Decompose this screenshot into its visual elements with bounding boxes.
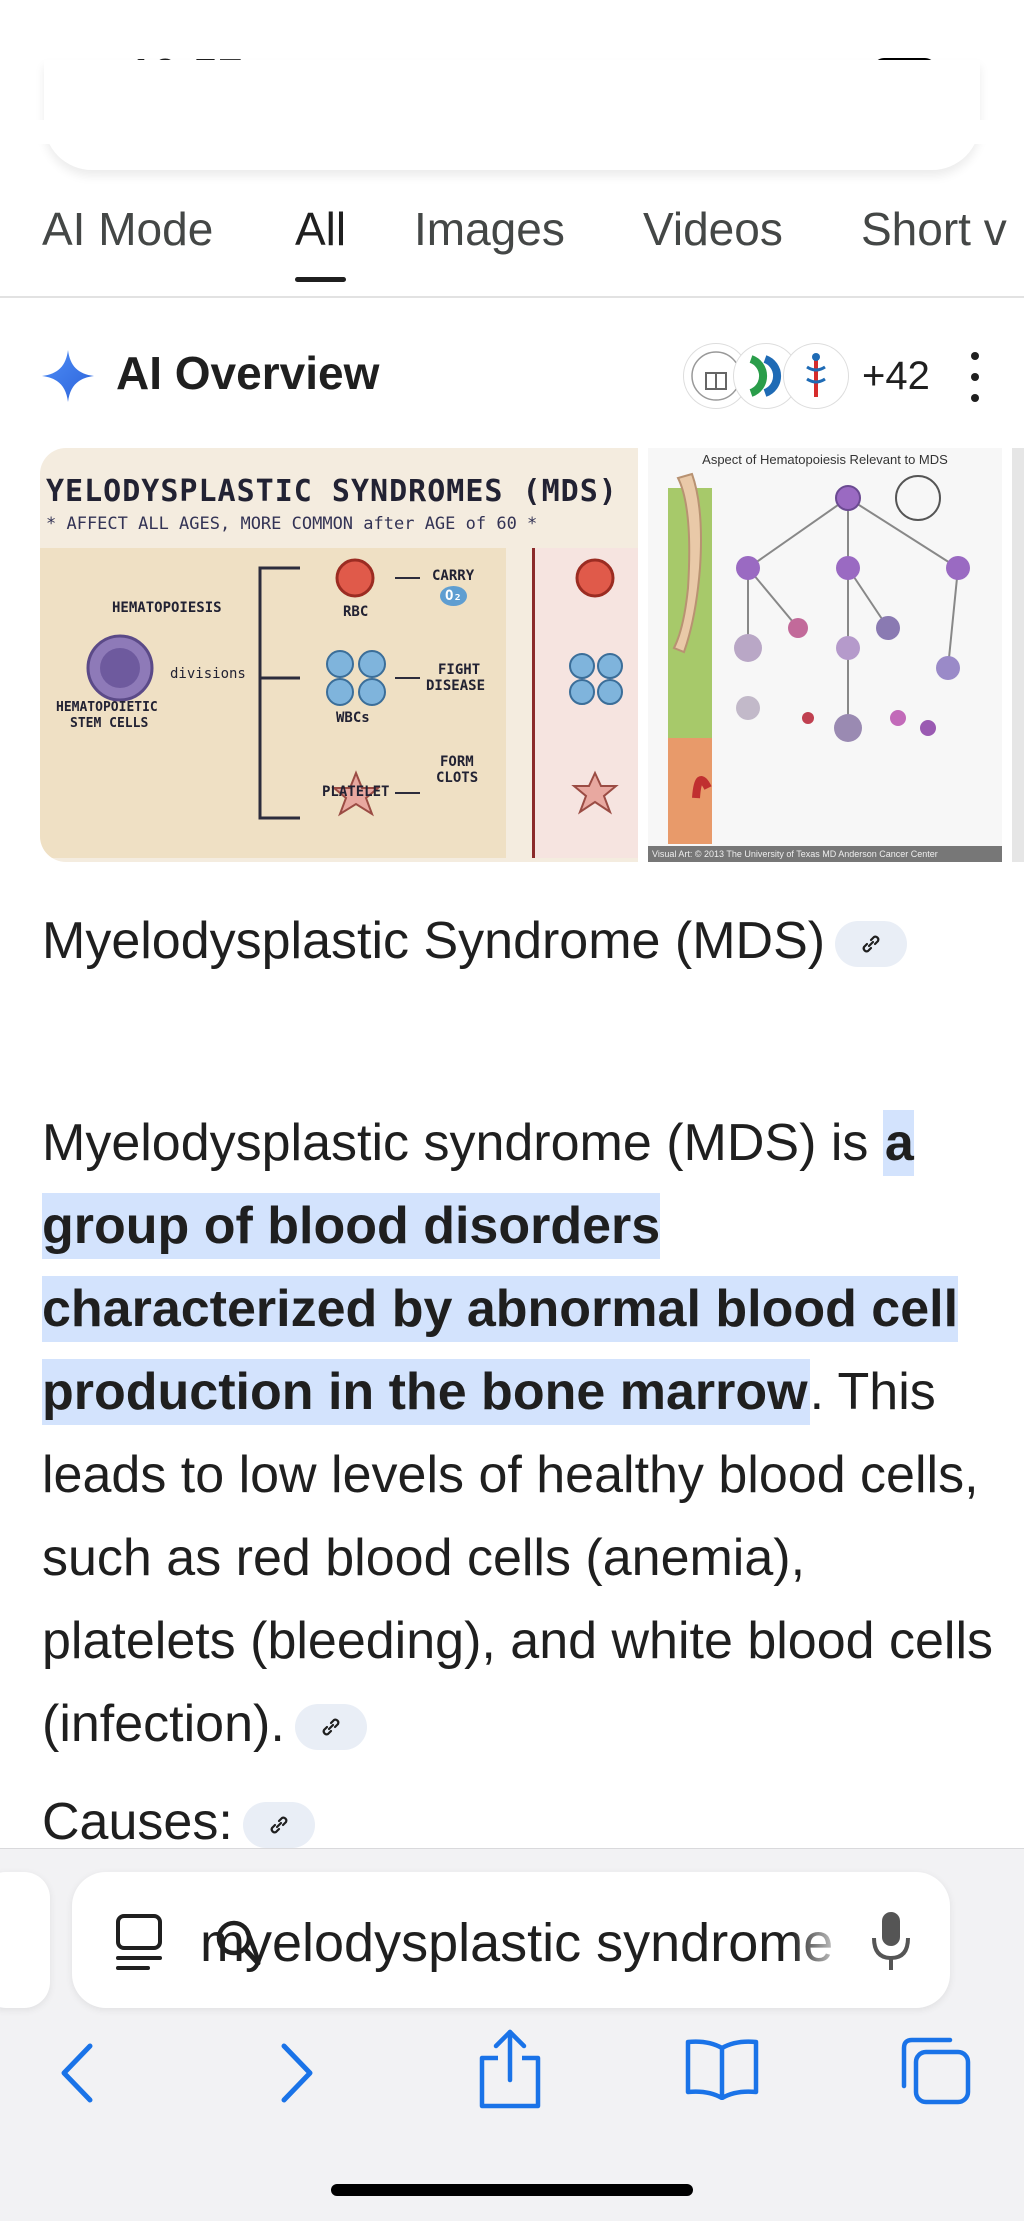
page-menu-icon[interactable]	[112, 1912, 166, 1972]
medical-caduceus-icon	[784, 344, 848, 408]
link-icon	[270, 1816, 288, 1834]
previous-tab-peek[interactable]	[0, 1872, 50, 2008]
search-tabs: AI Mode All Images Videos Short v	[0, 190, 1024, 298]
hematopoiesis-diagram-image[interactable]: Aspect of Hematopoiesis Relevant to MDS …	[648, 448, 1002, 862]
label-o2: O₂	[440, 586, 467, 606]
back-icon[interactable]	[52, 2040, 102, 2106]
forward-icon[interactable]	[272, 2040, 322, 2106]
source-link-chip-2[interactable]	[294, 1704, 367, 1751]
label-platelet: PLATELET	[322, 784, 390, 800]
more-options-icon[interactable]	[960, 352, 990, 402]
source-count: +42	[862, 353, 930, 398]
sparkle-icon	[42, 350, 94, 402]
causes-heading: Causes:	[42, 1792, 315, 1852]
diagram-panel	[40, 548, 506, 858]
tabs-icon[interactable]	[898, 2034, 974, 2108]
source-link-chip-3[interactable]	[242, 1802, 315, 1849]
right-cells-icon	[569, 558, 623, 815]
para-start: Myelodysplastic syndrome (MDS) is	[42, 1114, 883, 1172]
tab-short-videos[interactable]: Short v	[861, 203, 1007, 255]
label-stem-cells-2: STEM CELLS	[70, 716, 149, 731]
bookmarks-icon[interactable]	[682, 2036, 762, 2100]
label-wbc: WBCs	[336, 710, 370, 726]
url-fade	[790, 1900, 850, 1980]
label-clots: CLOTS	[436, 770, 479, 786]
image-carousel: YELODYSPLASTIC SYNDROMES (MDS) * AFFECT …	[40, 448, 1024, 866]
search-box-edge[interactable]	[44, 60, 980, 170]
image-subtitle: * AFFECT ALL AGES, MORE COMMON after AGE…	[46, 514, 538, 534]
label-rbc: RBC	[343, 604, 369, 620]
next-image-peek[interactable]	[1012, 448, 1024, 862]
share-icon[interactable]	[476, 2026, 544, 2110]
label-carry: CARRY	[432, 568, 475, 584]
status-bar-mask	[0, 120, 1024, 144]
tab-ai-mode[interactable]: AI Mode	[42, 203, 214, 255]
ai-overview-header: AI Overview +42	[40, 340, 990, 412]
mds-diagram-image[interactable]: YELODYSPLASTIC SYNDROMES (MDS) * AFFECT …	[40, 448, 638, 862]
tab-videos[interactable]: Videos	[643, 203, 783, 255]
overview-heading: Myelodysplastic Syndrome (MDS)	[42, 908, 942, 974]
overview-paragraph: Myelodysplastic syndrome (MDS) is a grou…	[42, 1102, 1002, 1766]
link-icon	[322, 1718, 340, 1736]
tab-all[interactable]: All	[295, 203, 347, 282]
link-icon	[862, 935, 880, 953]
search-icon	[216, 1920, 261, 1966]
tab-images[interactable]: Images	[414, 203, 565, 255]
causes-text: Causes:	[42, 1793, 233, 1851]
ai-overview-title: AI Overview	[116, 347, 380, 399]
source-link-chip[interactable]	[835, 921, 908, 968]
source-avatars[interactable]: +42	[684, 344, 930, 408]
stem-cell-icon	[86, 634, 154, 702]
para-end: . This leads to low levels of healthy bl…	[42, 1363, 994, 1753]
label-divisions: divisions	[170, 666, 246, 682]
search-query-text[interactable]: myelodysplastic syndrome	[200, 1913, 834, 1973]
label-disease: DISEASE	[426, 678, 486, 694]
label-fight: FIGHT	[438, 662, 481, 678]
heading-text: Myelodysplastic Syndrome (MDS)	[42, 912, 826, 970]
home-indicator[interactable]	[331, 2184, 693, 2196]
image-credit: Visual Art: © 2013 The University of Tex…	[648, 846, 1002, 862]
blood-cell-branches	[258, 558, 420, 820]
label-form: FORM	[440, 754, 474, 770]
label-stem-cells-1: HEMATOPOIETIC	[56, 700, 158, 715]
label-hematopoiesis: HEMATOPOIESIS	[112, 600, 222, 616]
hematopoiesis-tree	[668, 472, 970, 844]
microphone-icon[interactable]	[868, 1908, 914, 1974]
image-title-2: Aspect of Hematopoiesis Relevant to MDS	[702, 452, 948, 467]
image-title: YELODYSPLASTIC SYNDROMES (MDS)	[46, 474, 618, 509]
